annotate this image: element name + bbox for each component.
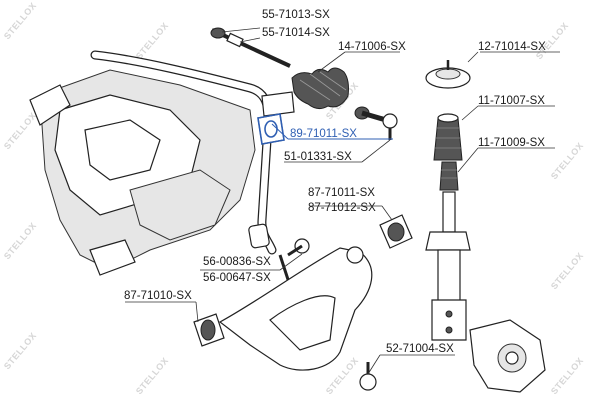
part-label-highlighted[interactable]: 89-71011-SX xyxy=(290,128,357,140)
part-labels: 55-71013-SX 55-71014-SX 14-71006-SX 12-7… xyxy=(124,9,546,355)
watermark: STELLOX xyxy=(549,140,586,181)
watermark: STELLOX xyxy=(549,250,586,291)
stabilizer-bushing xyxy=(257,91,295,145)
part-label[interactable]: 14-71006-SX xyxy=(338,41,406,53)
stabilizer-bar xyxy=(90,50,277,255)
steering-knuckle xyxy=(469,319,546,393)
part-label[interactable]: 56-00647-SX xyxy=(203,272,271,284)
tie-rod-end xyxy=(354,106,398,140)
part-label[interactable]: 56-00836-SX xyxy=(203,256,271,268)
strut-top-mount xyxy=(425,60,471,89)
subframe xyxy=(29,69,256,276)
watermark: STELLOX xyxy=(2,0,39,41)
part-label[interactable]: 12-71014-SX xyxy=(478,41,546,53)
shock-absorber xyxy=(425,191,471,341)
ball-joint xyxy=(359,362,377,391)
watermark: STELLOX xyxy=(134,355,171,396)
watermark: STELLOX xyxy=(549,355,586,396)
inner-tie-rod xyxy=(210,27,291,68)
part-label[interactable]: 11-71009-SX xyxy=(478,137,545,149)
part-label[interactable]: 52-71004-SX xyxy=(386,343,454,355)
steering-rack-boot xyxy=(291,67,349,110)
part-label[interactable]: 87-71012-SX xyxy=(308,202,376,214)
bump-stop xyxy=(439,161,459,191)
watermark: STELLOX xyxy=(2,330,39,371)
part-label[interactable]: 87-71010-SX xyxy=(124,290,192,302)
leader-lines xyxy=(125,27,560,375)
control-arm-rear-bushing xyxy=(379,214,413,249)
part-label[interactable]: 51-01331-SX xyxy=(284,151,352,163)
strut-dust-boot xyxy=(433,113,463,161)
control-arm-front-bushing xyxy=(193,313,225,347)
part-label[interactable]: 55-71013-SX xyxy=(262,9,330,21)
part-label[interactable]: 55-71014-SX xyxy=(262,27,330,39)
watermark: STELLOX xyxy=(134,20,171,61)
part-label[interactable]: 87-71011-SX xyxy=(308,187,375,199)
lower-control-arm xyxy=(218,246,373,371)
watermark: STELLOX xyxy=(2,110,39,151)
watermark: STELLOX xyxy=(2,220,39,261)
part-label[interactable]: 11-71007-SX xyxy=(478,95,545,107)
